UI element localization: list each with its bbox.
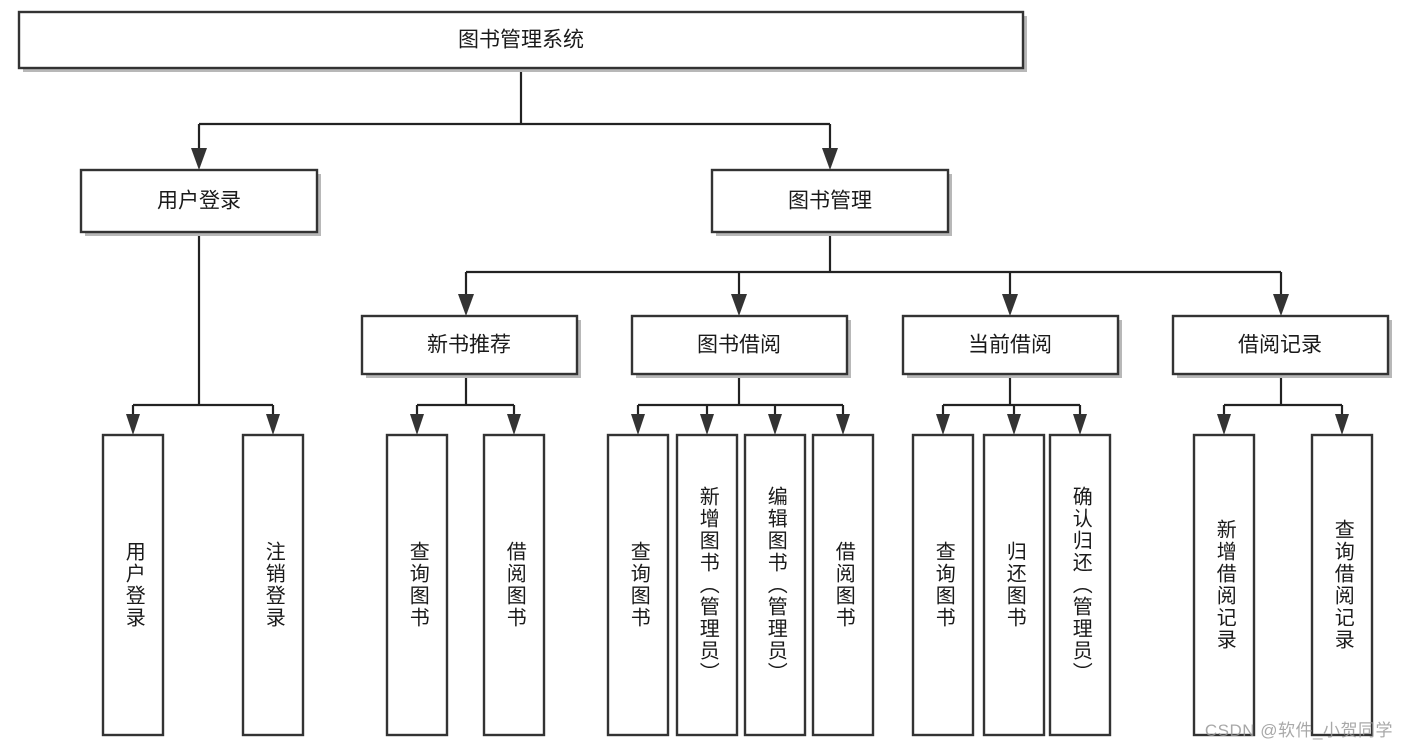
arrow-head-user-login [191,148,207,170]
arrow-head-leaf-user-logout [266,414,280,435]
arrow-head-book-borrow [731,294,747,316]
arrow-head-leaf-return-book [1007,414,1021,435]
node-book-borrow-label: 图书借阅 [697,334,781,357]
connector-group-root [191,68,838,170]
arrow-head-leaf-query-book-3 [936,414,950,435]
arrow-head-leaf-query-record [1335,414,1349,435]
arrow-head-leaf-add-record [1217,414,1231,435]
leaf-box-add-record[interactable] [1192,433,1256,737]
node-new-book-recommend[interactable]: 新书推荐 [360,314,581,378]
leaf-box-edit-book[interactable] [743,433,807,737]
connector-group-book-manage [458,232,1289,316]
arrow-head-leaf-add-book [700,414,714,435]
connector-group-borrow-record [1217,374,1349,435]
arrow-head-book-manage [822,148,838,170]
node-book-borrow[interactable]: 图书借阅 [630,314,851,378]
leaf-box-query-record[interactable] [1310,433,1374,737]
connector-group-current-borrow [936,374,1087,435]
leaf-box-add-book[interactable] [675,433,739,737]
arrow-head-borrow-record [1273,294,1289,316]
arrow-head-leaf-query-book-2 [631,414,645,435]
arrow-head-current-borrow [1002,294,1018,316]
leaf-box-user-logout[interactable] [241,433,305,737]
node-user-login-box [79,168,319,234]
node-root-label: 图书管理系统 [458,29,584,52]
node-book-manage-label: 图书管理 [788,190,872,213]
csdn-watermark: CSDN @软件_小贺同学 [1204,721,1393,740]
connector-group-user-login [126,232,280,435]
node-borrow-record[interactable]: 借阅记录 [1171,314,1392,378]
arrow-head-leaf-query-book-1 [410,414,424,435]
leaf-box-confirm-return[interactable] [1048,433,1112,737]
arrow-head-leaf-borrow-book-2 [836,414,850,435]
node-current-borrow-box [901,314,1120,376]
node-new-book-recommend-label: 新书推荐 [427,334,511,357]
leaf-box-query-book-2[interactable] [606,433,670,737]
arrow-head-leaf-edit-book [768,414,782,435]
node-current-borrow[interactable]: 当前借阅 [901,314,1122,378]
connector-group-book-borrow [631,374,850,435]
leaf-box-borrow-book-1[interactable] [482,433,546,737]
leaf-box-return-book[interactable] [982,433,1046,737]
leaf-boxes [101,433,1374,737]
leaf-box-user-login[interactable] [101,433,165,737]
node-borrow-record-label: 借阅记录 [1238,334,1322,357]
arrow-head-leaf-confirm-return [1073,414,1087,435]
arrow-head-leaf-borrow-book-1 [507,414,521,435]
node-book-manage[interactable]: 图书管理 [710,168,952,236]
node-user-login[interactable]: 用户登录 [79,168,321,236]
node-root[interactable]: 图书管理系统 [17,10,1027,72]
node-user-login-label: 用户登录 [157,190,241,213]
leaf-box-query-book-3[interactable] [911,433,975,737]
arrow-head-leaf-user-login [126,414,140,435]
node-root-box [17,10,1025,70]
node-current-borrow-label: 当前借阅 [968,334,1052,357]
node-borrow-record-box [1171,314,1390,376]
leaf-box-query-book-1[interactable] [385,433,449,737]
leaf-box-borrow-book-2[interactable] [811,433,875,737]
arrow-head-new-book-recommend [458,294,474,316]
node-new-book-recommend-box [360,314,579,376]
connector-group-new-book [410,374,521,435]
node-book-borrow-box [630,314,849,376]
node-book-manage-box [710,168,950,234]
